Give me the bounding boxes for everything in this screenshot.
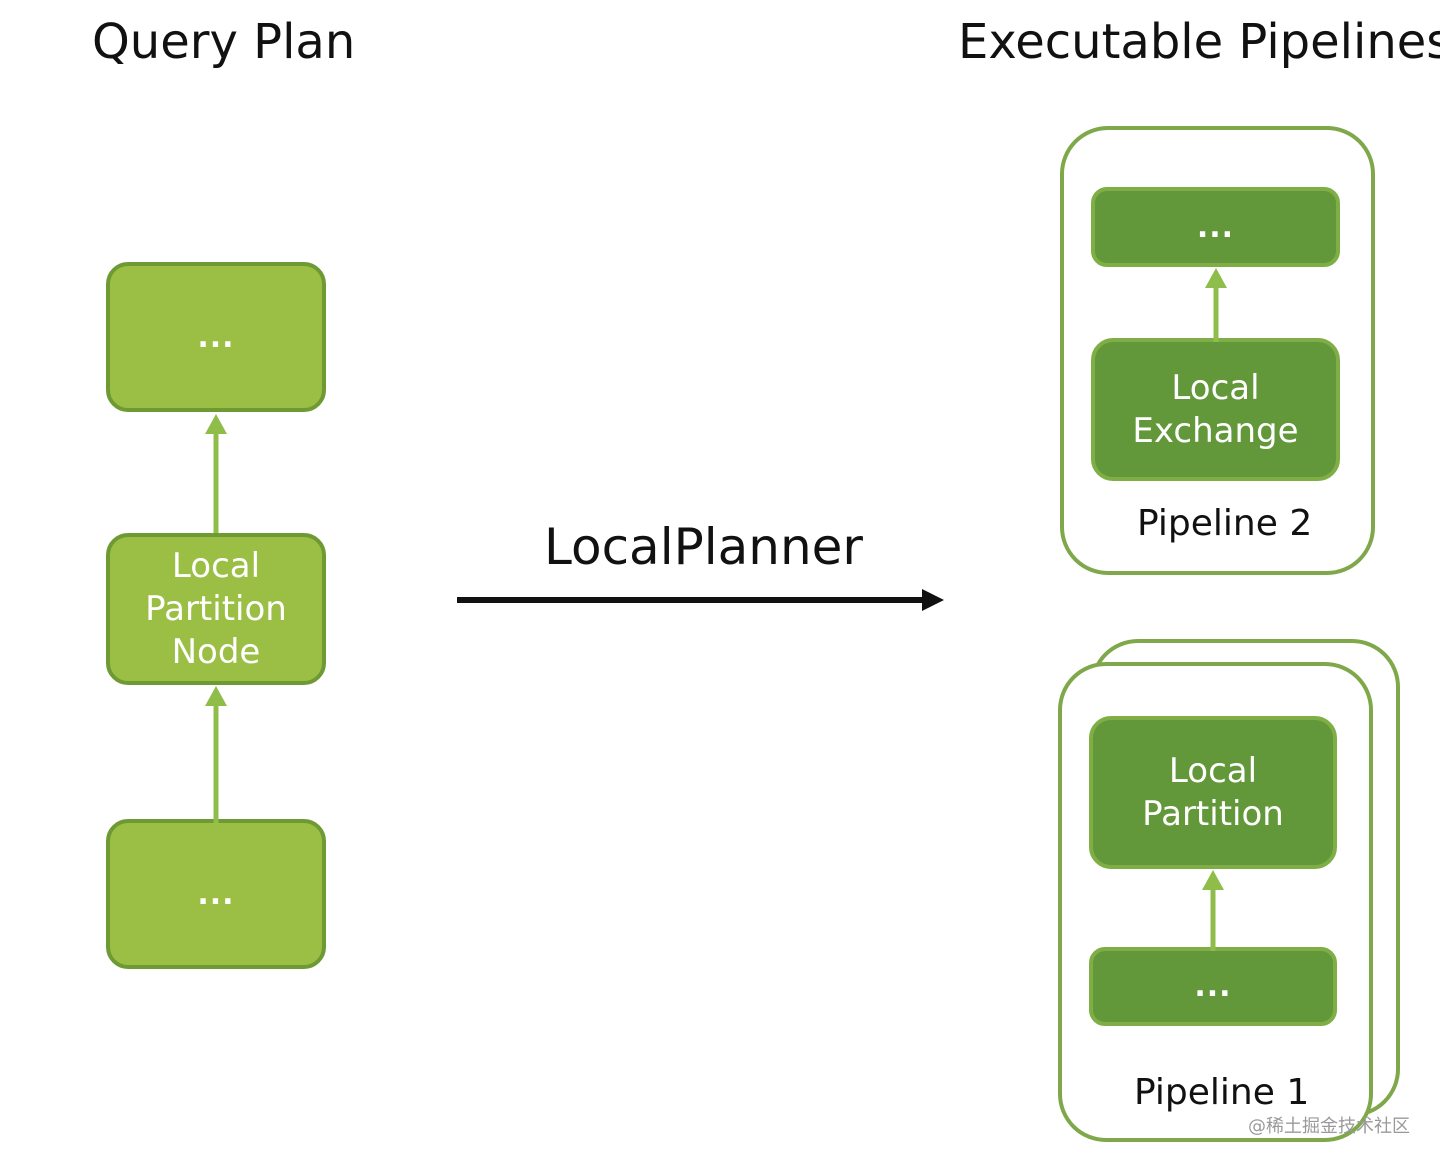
pipeline-2-label: Pipeline 2	[1137, 503, 1313, 544]
watermark: @稀土掘金技术社区	[1248, 1116, 1410, 1137]
pipeline-1-bottom-node: ...	[1089, 947, 1337, 1026]
pipeline-1-bottom-node-label: ...	[1194, 969, 1232, 1004]
query-plan-local-partition-node: Local Partition Node	[106, 533, 326, 685]
query-plan-connector-lower	[205, 686, 227, 823]
executable-pipelines-title: Executable Pipelines	[958, 14, 1440, 70]
query-plan-top-node-label: ...	[197, 319, 235, 355]
query-plan-connector-upper	[205, 414, 227, 533]
pipeline-2-local-exchange-node: Local Exchange	[1091, 338, 1340, 481]
pipeline-1-label: Pipeline 1	[1134, 1072, 1310, 1113]
query-plan-bottom-node-label: ...	[197, 876, 235, 912]
local-planner-label: LocalPlanner	[544, 518, 863, 576]
pipeline-1-local-partition-label: Local Partition	[1142, 750, 1284, 834]
query-plan-bottom-node: ...	[106, 819, 326, 969]
pipeline-1-local-partition-node: Local Partition	[1089, 716, 1337, 869]
local-partition-node-label: Local Partition Node	[145, 545, 287, 672]
pipeline-2-top-node-label: ...	[1196, 209, 1235, 245]
local-planner-arrow	[457, 589, 944, 611]
query-plan-title: Query Plan	[92, 14, 356, 70]
pipeline-2-top-node: ...	[1091, 187, 1340, 267]
local-exchange-label: Local Exchange	[1132, 367, 1299, 451]
query-plan-top-node: ...	[106, 262, 326, 412]
